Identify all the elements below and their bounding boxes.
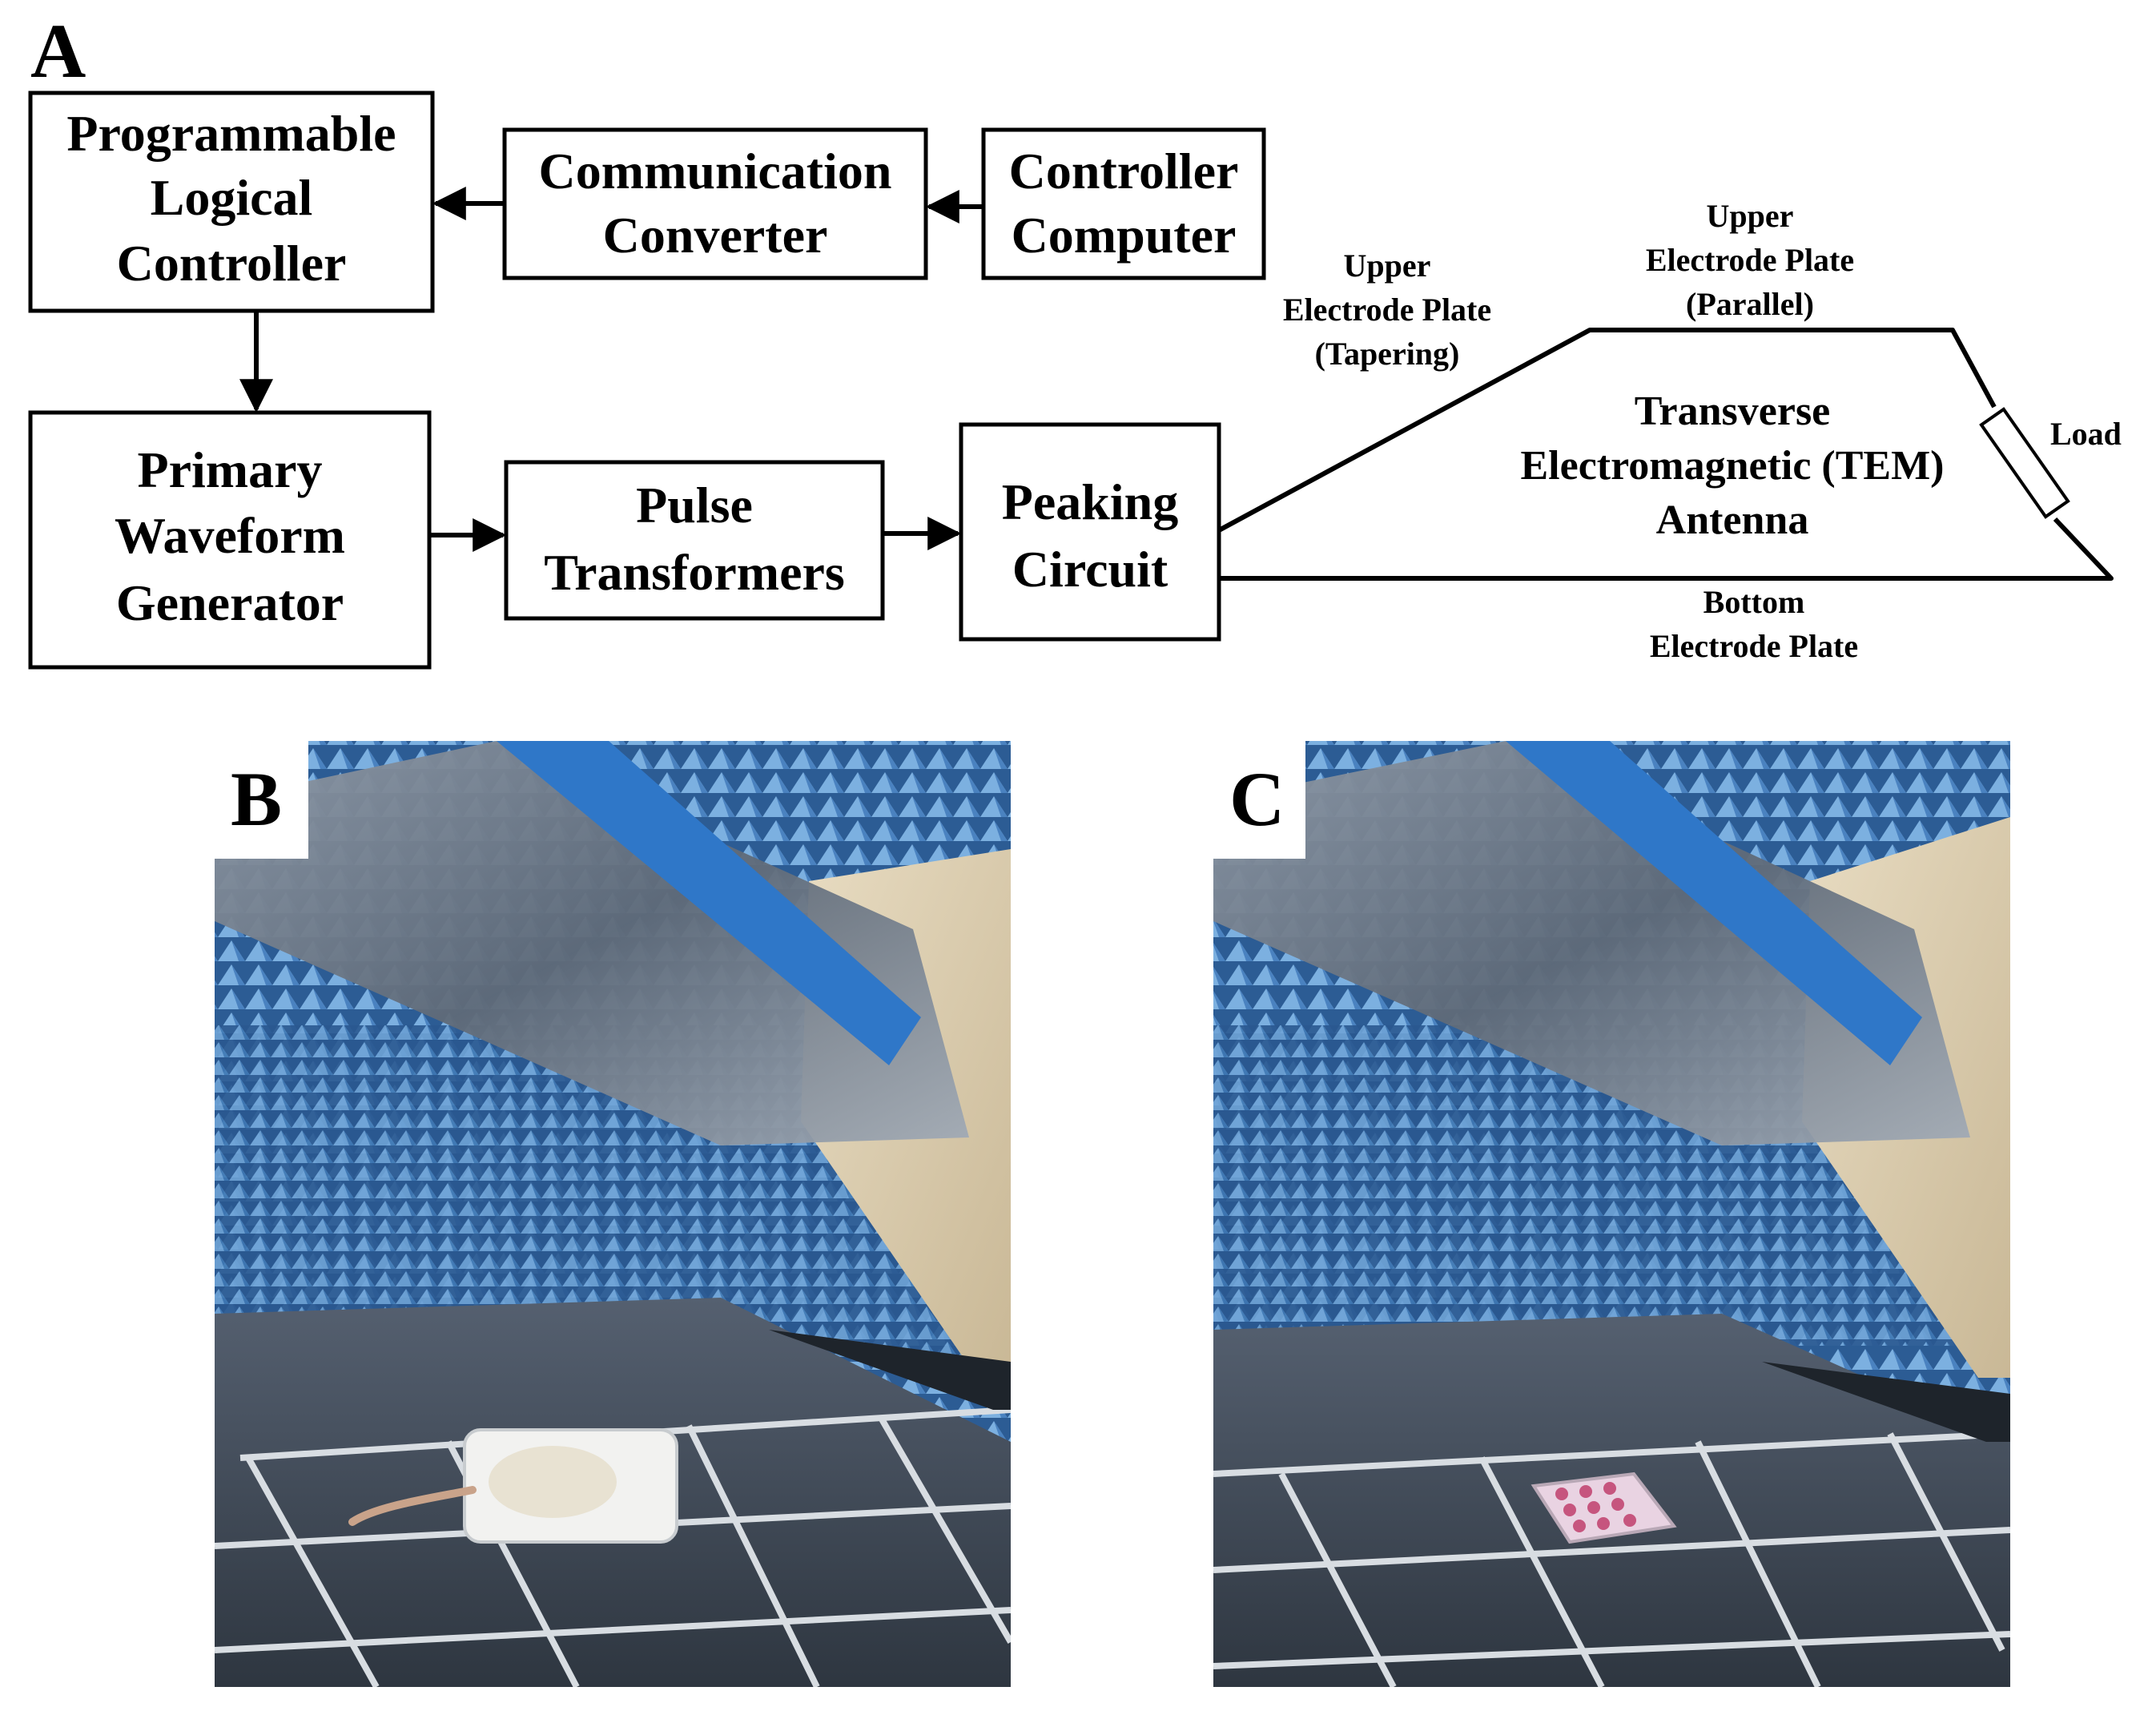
comm-label-line1: Communication: [539, 143, 892, 199]
pwg-label-line3: Generator: [116, 574, 344, 631]
controller-computer-block: Controller Computer: [981, 127, 1266, 280]
upper-tapering-label-line2: Electrode Plate: [1283, 292, 1491, 328]
bottom-plate-label-line2: Electrode Plate: [1650, 628, 1858, 664]
computer-label-line2: Computer: [1012, 207, 1237, 264]
tem-label-line1: Transverse: [1635, 388, 1831, 434]
pwg-label-line2: Waveform: [115, 507, 345, 564]
photo-panel-b: [215, 741, 1011, 1687]
load-resistor: [1979, 407, 2070, 519]
photo-panel-c: [1213, 741, 2010, 1687]
bottom-plate-label-line1: Bottom: [1703, 584, 1805, 620]
pwg-label-line1: Primary: [138, 441, 323, 498]
panel-label-a: A: [30, 8, 86, 94]
upper-parallel-label-line2: Electrode Plate: [1646, 242, 1854, 278]
tem-label-line3: Antenna: [1656, 497, 1809, 543]
tem-label-line2: Electromagnetic (TEM): [1521, 443, 1945, 489]
pulse-label-line1: Pulse: [636, 477, 753, 533]
plc-label-line2: Logical: [151, 169, 313, 226]
plc-block: Programmable Logical Controller: [28, 91, 435, 313]
computer-label-line1: Controller: [1009, 143, 1239, 199]
communication-converter-block: Communication Converter: [502, 127, 928, 280]
panel-label-c: C: [1229, 756, 1285, 842]
pulse-label-line2: Transformers: [544, 544, 845, 601]
primary-waveform-generator-block: Primary Waveform Generator: [28, 410, 432, 670]
upper-tapering-label-line3: (Tapering): [1315, 336, 1460, 372]
pulse-transformers-block: Pulse Transformers: [504, 460, 885, 621]
plc-label-line3: Controller: [117, 235, 347, 292]
peaking-label-line1: Peaking: [1002, 473, 1178, 530]
culture-plate: [1531, 1471, 1677, 1544]
upper-parallel-label-line3: (Parallel): [1686, 286, 1814, 322]
load-label: Load: [2050, 416, 2122, 452]
upper-parallel-label-line1: Upper: [1707, 198, 1794, 234]
peaking-label-line2: Circuit: [1012, 541, 1169, 598]
comm-label-line2: Converter: [603, 207, 828, 264]
upper-tapering-label-line1: Upper: [1344, 248, 1431, 284]
plc-label-line1: Programmable: [66, 105, 396, 162]
tem-antenna-outline: [1217, 328, 2114, 581]
panel-label-b: B: [231, 756, 282, 842]
peaking-circuit-block: Peaking Circuit: [959, 422, 1221, 642]
